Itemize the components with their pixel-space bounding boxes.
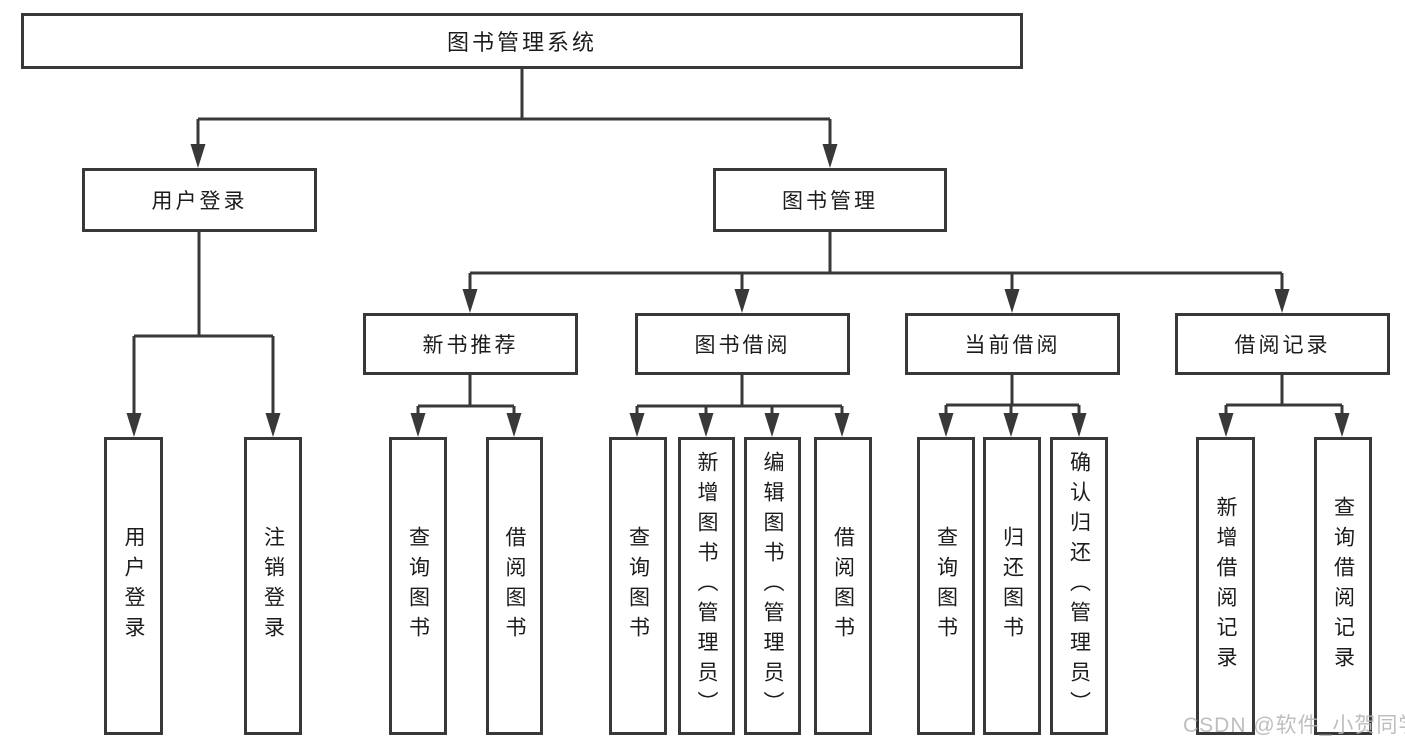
leaf-label: 新增图书（管理员）	[695, 451, 718, 721]
leaf-add-books-admin: 新增图书（管理员）	[678, 437, 735, 735]
node-book-management: 图书管理	[713, 168, 947, 232]
leaf-return-books: 归还图书	[983, 437, 1041, 735]
node-borrowing-records: 借阅记录	[1175, 313, 1390, 375]
leaf-query-books-current: 查询图书	[917, 437, 975, 735]
leaf-user-login: 用户登录	[104, 437, 163, 735]
leaf-label: 注销登录	[261, 526, 285, 646]
node-new-book-recommendation: 新书推荐	[363, 313, 578, 375]
connector-book-borrow-to-leaves	[635, 375, 844, 420]
connector-book-management-to-level3	[468, 232, 1284, 295]
leaf-label: 查询图书	[406, 526, 430, 646]
csdn-watermark: CSDN @软件_小贺同学	[1183, 714, 1405, 737]
leaf-label: 查询借阅记录	[1331, 496, 1355, 676]
leaf-label: 查询图书	[626, 526, 650, 646]
leaf-query-borrow-record: 查询借阅记录	[1314, 437, 1372, 735]
node-label: 当前借阅	[964, 334, 1061, 357]
leaf-label: 查询图书	[934, 526, 958, 646]
node-label: 借阅记录	[1234, 334, 1331, 357]
leaf-query-books-borrow: 查询图书	[609, 437, 667, 735]
leaf-label: 编辑图书（管理员）	[761, 451, 784, 721]
node-user-login: 用户登录	[82, 168, 317, 232]
node-label: 新书推荐	[422, 334, 519, 357]
leaf-add-borrow-record: 新增借阅记录	[1196, 437, 1255, 735]
node-label: 图书借阅	[694, 334, 791, 357]
connector-user-login-to-leaves	[132, 232, 275, 418]
node-current-borrowing: 当前借阅	[905, 313, 1120, 375]
connector-borrow-records-to-leaves	[1224, 375, 1344, 420]
leaf-borrow-books-recommend: 借阅图书	[486, 437, 543, 735]
leaf-label: 借阅图书	[831, 526, 855, 646]
leaf-label: 借阅图书	[503, 526, 526, 646]
node-label: 用户登录	[151, 190, 248, 213]
leaf-edit-books-admin: 编辑图书（管理员）	[744, 437, 801, 735]
node-book-borrowing: 图书借阅	[635, 313, 850, 375]
leaf-confirm-return-admin: 确认归还（管理员）	[1050, 437, 1108, 735]
node-label: 图书管理	[782, 190, 878, 213]
connector-current-borrow-to-leaves	[944, 375, 1081, 420]
leaf-label: 确认归还（管理员）	[1067, 451, 1091, 721]
leaf-logout: 注销登录	[244, 437, 302, 735]
leaf-borrow-books: 借阅图书	[814, 437, 872, 735]
leaf-label: 归还图书	[1000, 526, 1024, 646]
node-library-management-system: 图书管理系统	[21, 13, 1023, 69]
connector-root-to-level2	[196, 67, 832, 150]
leaf-query-books-recommend: 查询图书	[389, 437, 447, 735]
node-label: 图书管理系统	[446, 30, 597, 55]
leaf-label: 新增借阅记录	[1214, 496, 1237, 676]
leaf-label: 用户登录	[122, 526, 145, 646]
connector-new-book-to-leaves	[416, 375, 516, 420]
